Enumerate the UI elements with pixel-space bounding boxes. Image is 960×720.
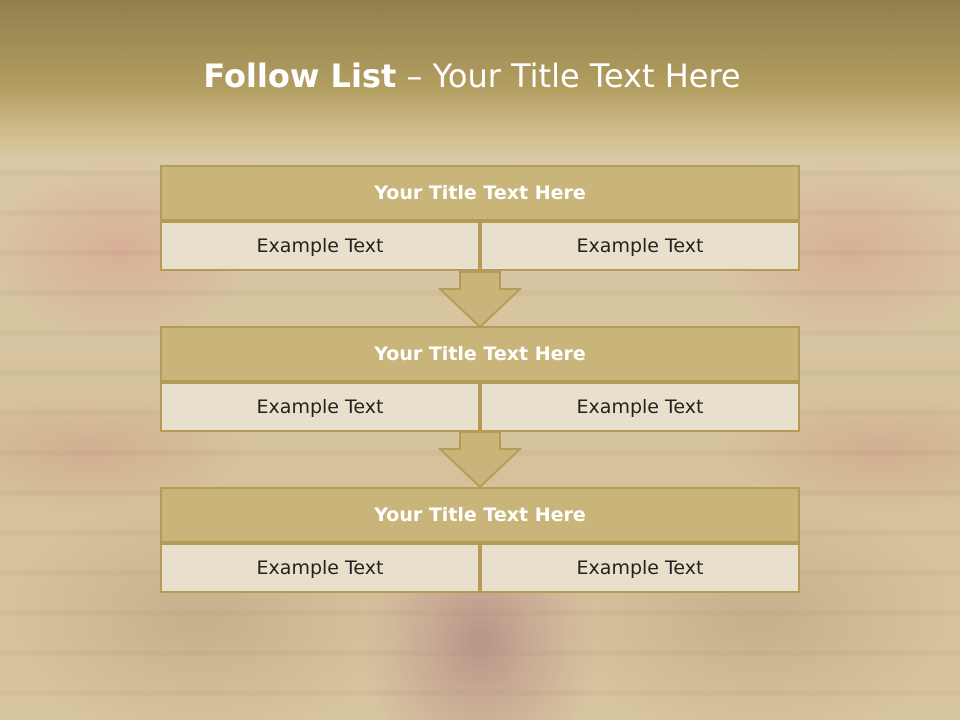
slide-title-rest: – Your Title Text Here bbox=[396, 57, 741, 95]
block-cell-right: Example Text bbox=[480, 221, 800, 271]
list-block-1: Your Title Text Here Example Text Exampl… bbox=[160, 165, 800, 271]
block-heading: Your Title Text Here bbox=[160, 326, 800, 382]
block-cell-left: Example Text bbox=[160, 382, 480, 432]
slide-title-bold: Follow List bbox=[203, 57, 397, 95]
list-block-3: Your Title Text Here Example Text Exampl… bbox=[160, 487, 800, 593]
block-cell-left: Example Text bbox=[160, 543, 480, 593]
down-arrow-icon bbox=[438, 431, 522, 489]
block-heading: Your Title Text Here bbox=[160, 487, 800, 543]
block-heading: Your Title Text Here bbox=[160, 165, 800, 221]
down-arrow-icon bbox=[438, 271, 522, 329]
block-cell-right: Example Text bbox=[480, 543, 800, 593]
title-band bbox=[0, 0, 960, 160]
slide-title: Follow List – Your Title Text Here bbox=[0, 56, 944, 96]
list-block-2: Your Title Text Here Example Text Exampl… bbox=[160, 326, 800, 432]
block-cell-left: Example Text bbox=[160, 221, 480, 271]
block-cell-right: Example Text bbox=[480, 382, 800, 432]
